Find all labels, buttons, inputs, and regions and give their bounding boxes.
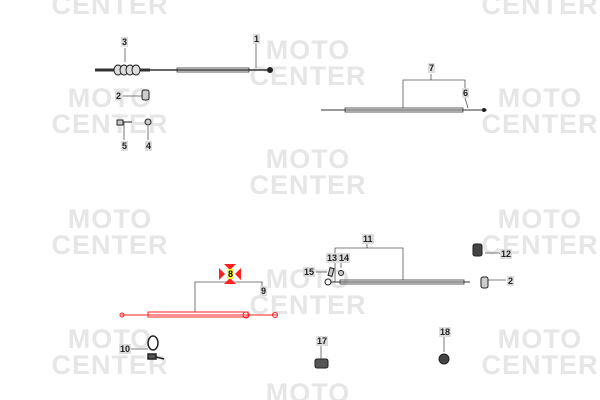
watermark-text: CENTER — [249, 61, 367, 91]
callout-4[interactable]: 4 — [145, 141, 153, 151]
callout-7[interactable]: 7 — [428, 63, 436, 73]
watermark-text: MOTO — [67, 83, 153, 113]
callout-2[interactable]: 2 — [115, 91, 123, 101]
watermark-text: MOTO — [497, 204, 583, 234]
watermark-text: MOTO — [265, 35, 351, 65]
watermark: CENTER — [475, 0, 600, 20]
callout-9[interactable]: 9 — [260, 286, 268, 296]
callout-8[interactable]: 8 — [227, 269, 235, 279]
callout-14[interactable]: 14 — [338, 253, 351, 263]
watermark-text: CENTER — [249, 170, 367, 200]
small-parts — [116, 89, 152, 126]
watermark-text: MOTO — [265, 378, 351, 400]
callout-5[interactable]: 5 — [121, 141, 129, 151]
small-parts-lower — [314, 243, 489, 369]
callout-13[interactable]: 13 — [326, 253, 339, 263]
cable-assembly-11[interactable] — [324, 278, 470, 286]
callout-11[interactable]: 11 — [362, 234, 374, 244]
callout-18[interactable]: 18 — [439, 327, 452, 337]
callout-15[interactable]: 15 — [303, 267, 316, 277]
watermark-text: CENTER — [249, 290, 367, 320]
watermark-text: CENTER — [51, 0, 169, 20]
watermark-text: CENTER — [481, 350, 599, 380]
watermark-text: MOTO — [497, 324, 583, 354]
watermark-text: CENTER — [481, 0, 599, 20]
leader-lines — [123, 44, 506, 360]
callout-2-lower[interactable]: 2 — [507, 276, 515, 286]
clip-10[interactable] — [147, 335, 165, 360]
watermark: MOTO — [243, 380, 373, 400]
callout-10[interactable]: 10 — [119, 344, 132, 354]
callout-17[interactable]: 17 — [316, 336, 329, 346]
callout-12[interactable]: 12 — [500, 249, 513, 259]
callout-3[interactable]: 3 — [121, 37, 129, 47]
watermark-text: MOTO — [265, 144, 351, 174]
cable-assembly-8-highlighted[interactable] — [119, 311, 278, 319]
watermark-text: CENTER — [481, 109, 599, 139]
highlight-marker-icon — [219, 264, 241, 284]
watermark-text: CENTER — [51, 230, 169, 260]
watermark-text: MOTO — [67, 324, 153, 354]
cable-assembly-7[interactable] — [321, 107, 487, 113]
watermark: CENTER — [45, 0, 175, 20]
callout-1[interactable]: 1 — [253, 34, 261, 44]
cable-assembly-1[interactable] — [95, 64, 273, 76]
watermark-text: MOTO — [497, 83, 583, 113]
watermark-text: MOTO — [67, 204, 153, 234]
callout-6[interactable]: 6 — [462, 88, 470, 98]
